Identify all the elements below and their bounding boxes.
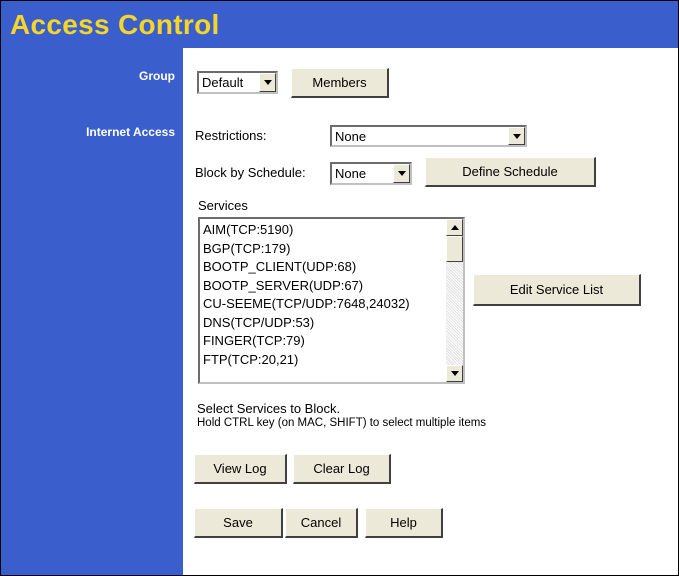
services-listbox[interactable]: AIM(TCP:5190) BGP(TCP:179) BOOTP_CLIENT(… bbox=[198, 217, 465, 384]
list-item[interactable]: FTP(TCP:20,21) bbox=[203, 351, 299, 367]
cancel-button[interactable]: Cancel bbox=[285, 508, 358, 538]
group-label: Group bbox=[139, 69, 175, 83]
scroll-up-icon[interactable] bbox=[446, 219, 463, 236]
scrollbar-thumb[interactable] bbox=[446, 236, 463, 262]
list-item[interactable]: BGP(TCP:179) bbox=[203, 240, 291, 256]
list-item[interactable]: CU-SEEME(TCP/UDP:7648,24032) bbox=[203, 296, 410, 311]
group-select-value: Default bbox=[202, 75, 244, 90]
list-item[interactable]: BOOTP_SERVER(UDP:67) bbox=[203, 277, 364, 293]
scroll-down-icon[interactable] bbox=[446, 365, 463, 382]
view-log-button[interactable]: View Log bbox=[194, 454, 287, 484]
members-button[interactable]: Members bbox=[291, 68, 389, 98]
services-label: Services bbox=[198, 198, 248, 213]
sidebar: Group Internet Access bbox=[1, 48, 183, 575]
restrictions-label: Restrictions: bbox=[195, 128, 267, 143]
services-hint-line2: Hold CTRL key (on MAC, SHIFT) to select … bbox=[197, 417, 487, 429]
schedule-select-value: None bbox=[335, 166, 367, 181]
services-hint-line1: Select Services to Block. bbox=[197, 401, 341, 416]
services-scrollbar[interactable] bbox=[446, 219, 463, 382]
title-bar: Access Control bbox=[1, 1, 678, 48]
edit-service-list-button[interactable]: Edit Service List bbox=[473, 274, 641, 306]
list-item[interactable]: BOOTP_CLIENT(UDP:68) bbox=[203, 259, 357, 274]
list-item[interactable]: DNS(TCP/UDP:53) bbox=[203, 314, 315, 330]
restrictions-select-value: None bbox=[335, 129, 367, 144]
page-title: Access Control bbox=[10, 9, 220, 40]
internet-access-label: Internet Access bbox=[86, 125, 175, 139]
group-select[interactable]: Default bbox=[197, 71, 278, 94]
chevron-down-icon[interactable] bbox=[393, 164, 410, 183]
list-item[interactable]: AIM(TCP:5190) bbox=[203, 222, 294, 237]
restrictions-select[interactable]: None bbox=[330, 125, 527, 147]
chevron-down-icon[interactable] bbox=[508, 127, 525, 145]
block-by-schedule-label: Block by Schedule: bbox=[195, 165, 306, 180]
clear-log-button[interactable]: Clear Log bbox=[293, 454, 391, 484]
list-item[interactable]: FINGER(TCP:79) bbox=[203, 333, 305, 348]
save-button[interactable]: Save bbox=[194, 508, 283, 538]
services-items: AIM(TCP:5190) BGP(TCP:179) BOOTP_CLIENT(… bbox=[203, 221, 443, 369]
define-schedule-button[interactable]: Define Schedule bbox=[425, 157, 596, 187]
schedule-select[interactable]: None bbox=[330, 162, 412, 185]
chevron-down-icon[interactable] bbox=[259, 73, 276, 92]
help-button[interactable]: Help bbox=[365, 508, 443, 538]
